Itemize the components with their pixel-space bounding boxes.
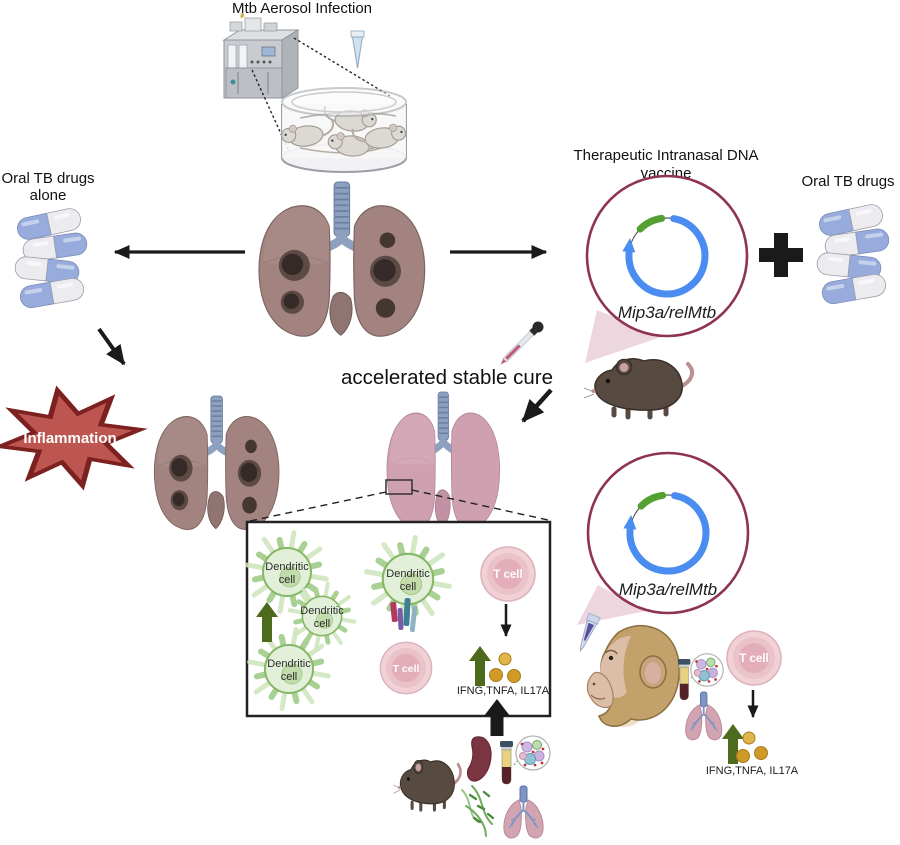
pbmc-circle <box>515 735 551 771</box>
cytokine-dots <box>489 652 521 683</box>
blood-tube-icon <box>499 740 514 785</box>
dendritic-label: Dendritic <box>300 605 344 617</box>
t-cell-label: T cell <box>393 663 420 675</box>
dendritic-label: Dendritic <box>267 658 311 670</box>
monkey-cytokine-dots <box>736 731 768 763</box>
evidence-up-arrow <box>484 699 510 736</box>
macaque-monkey <box>586 625 680 727</box>
t-cell-label: T cell <box>493 569 522 581</box>
sample-mouse <box>394 760 461 809</box>
mouse-cage <box>279 87 408 173</box>
plasmid-zoom-wedge-1 <box>585 310 661 363</box>
cytokines-label-monkey: IFNG,TNFA, IL17A <box>706 765 799 777</box>
lung-zoom-rect <box>385 479 413 495</box>
cure-label: accelerated stable cure <box>341 366 553 389</box>
top-title: Mtb Aerosol Infection <box>232 0 372 17</box>
dropper-icon <box>500 321 544 365</box>
cured-lungs <box>387 392 500 529</box>
tube-link-line <box>513 758 520 766</box>
pipette-tip-monkey <box>579 612 601 653</box>
vaccine-title-line1: Therapeutic Intranasal DNA <box>573 147 758 164</box>
arrow-to-cured-lungs <box>521 388 553 423</box>
cytokines-label-inset: IFNG,TNFA, IL17A <box>457 685 550 697</box>
dendritic-label: cell <box>400 581 417 593</box>
arrow-to-inflammation <box>97 327 126 366</box>
mhc-tcr-receptors <box>390 597 418 633</box>
dendritic-label: Dendritic <box>386 568 430 580</box>
dna-plasmid-1: Mip3a/relMtb <box>587 176 747 336</box>
plasmid-label-1: Mip3a/relMtb <box>618 303 716 322</box>
aerosol-machine-icon <box>222 13 300 99</box>
oral-tb-pills-left <box>14 207 88 310</box>
oral-tb-drugs-right-label: Oral TB drugs <box>801 173 894 190</box>
pipette-tip-icon <box>350 30 365 69</box>
inflamed-lungs <box>154 396 279 530</box>
mtb-bacteria-icon <box>461 785 495 837</box>
infected-lungs-center <box>259 182 425 336</box>
dendritic-label: cell <box>279 574 296 586</box>
dendritic-label: Dendritic <box>265 561 309 573</box>
t-cell-label: T cell <box>739 653 768 665</box>
inflammation-label: Inflammation <box>23 430 116 447</box>
oral-drugs-alone-label-line2: alone <box>30 187 67 204</box>
vaccinated-mouse <box>584 359 692 417</box>
dna-plasmid-2: Mip3a/relMtb <box>588 453 748 613</box>
dendritic-label: cell <box>314 618 331 630</box>
inflammation-burst: Inflammation <box>0 385 148 491</box>
monkey-blood-tube <box>677 658 691 701</box>
plus-icon <box>759 233 803 277</box>
oral-tb-pills-right <box>816 203 890 306</box>
monkey-lungs-icon <box>684 691 723 741</box>
sample-lungs-icon <box>502 785 545 839</box>
plasmid-label-2: Mip3a/relMtb <box>619 580 717 599</box>
oral-drugs-alone-label-line1: Oral TB drugs <box>1 170 94 187</box>
monkey-pbmc-circle <box>690 653 724 687</box>
spleen-icon <box>467 736 492 782</box>
dendritic-label: cell <box>281 671 298 683</box>
